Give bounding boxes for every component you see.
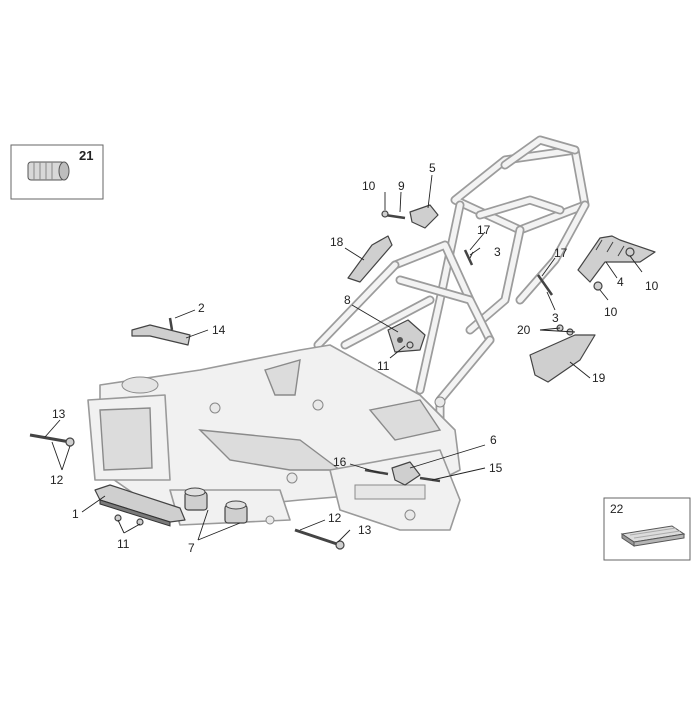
callout-15: 15 [489,461,503,475]
part-8-bracket [387,319,426,353]
leader-lines [44,174,643,543]
part-18-bracket [347,235,393,283]
part-5-bracket [409,204,439,229]
callout-12-right: 12 [328,511,342,525]
callout-7: 7 [188,541,195,555]
inset-box-22-label: 22 [610,502,624,516]
callout-3-upper: 3 [494,245,501,259]
callout-20: 20 [517,323,531,337]
callout-3-lower: 3 [552,311,559,325]
part-7-mount-block [184,487,248,524]
callout-18: 18 [330,235,344,249]
callout-14: 14 [212,323,226,337]
callout-17-right: 17 [554,246,568,260]
callout-19: 19 [592,371,606,385]
callout-10-right-upper: 10 [645,279,659,293]
callout-labels: 1 2 3 3 4 5 6 7 8 9 10 10 10 11 11 12 12… [50,161,659,555]
callout-17-center: 17 [477,223,491,237]
inset-box-21: 21 [10,144,104,200]
adhesive-pad-icon [620,525,686,547]
part-19-cover [529,334,596,383]
part-1-skid-plate [94,484,186,527]
callout-9: 9 [398,179,405,193]
callout-5: 5 [429,161,436,175]
inset-box-22: 22 [603,497,691,561]
callout-6: 6 [490,433,497,447]
part-4-heat-shield [577,235,656,283]
callout-11-center: 11 [377,359,390,373]
callout-16: 16 [333,455,347,469]
rubber-bush-icon [27,161,70,181]
callout-13-right: 13 [358,523,372,537]
callout-4: 4 [617,275,624,289]
callout-8: 8 [344,293,351,307]
callout-2: 2 [198,301,205,315]
callout-10-right-lower: 10 [604,305,618,319]
callout-11-lower: 11 [117,537,130,551]
callout-13-left: 13 [52,407,66,421]
part-6-bracket [391,461,421,486]
callout-12-left: 12 [50,473,64,487]
callout-1: 1 [72,507,79,521]
callout-10-top: 10 [362,179,376,193]
inset-box-21-label: 21 [79,148,93,163]
part-14-bracket [131,324,191,346]
